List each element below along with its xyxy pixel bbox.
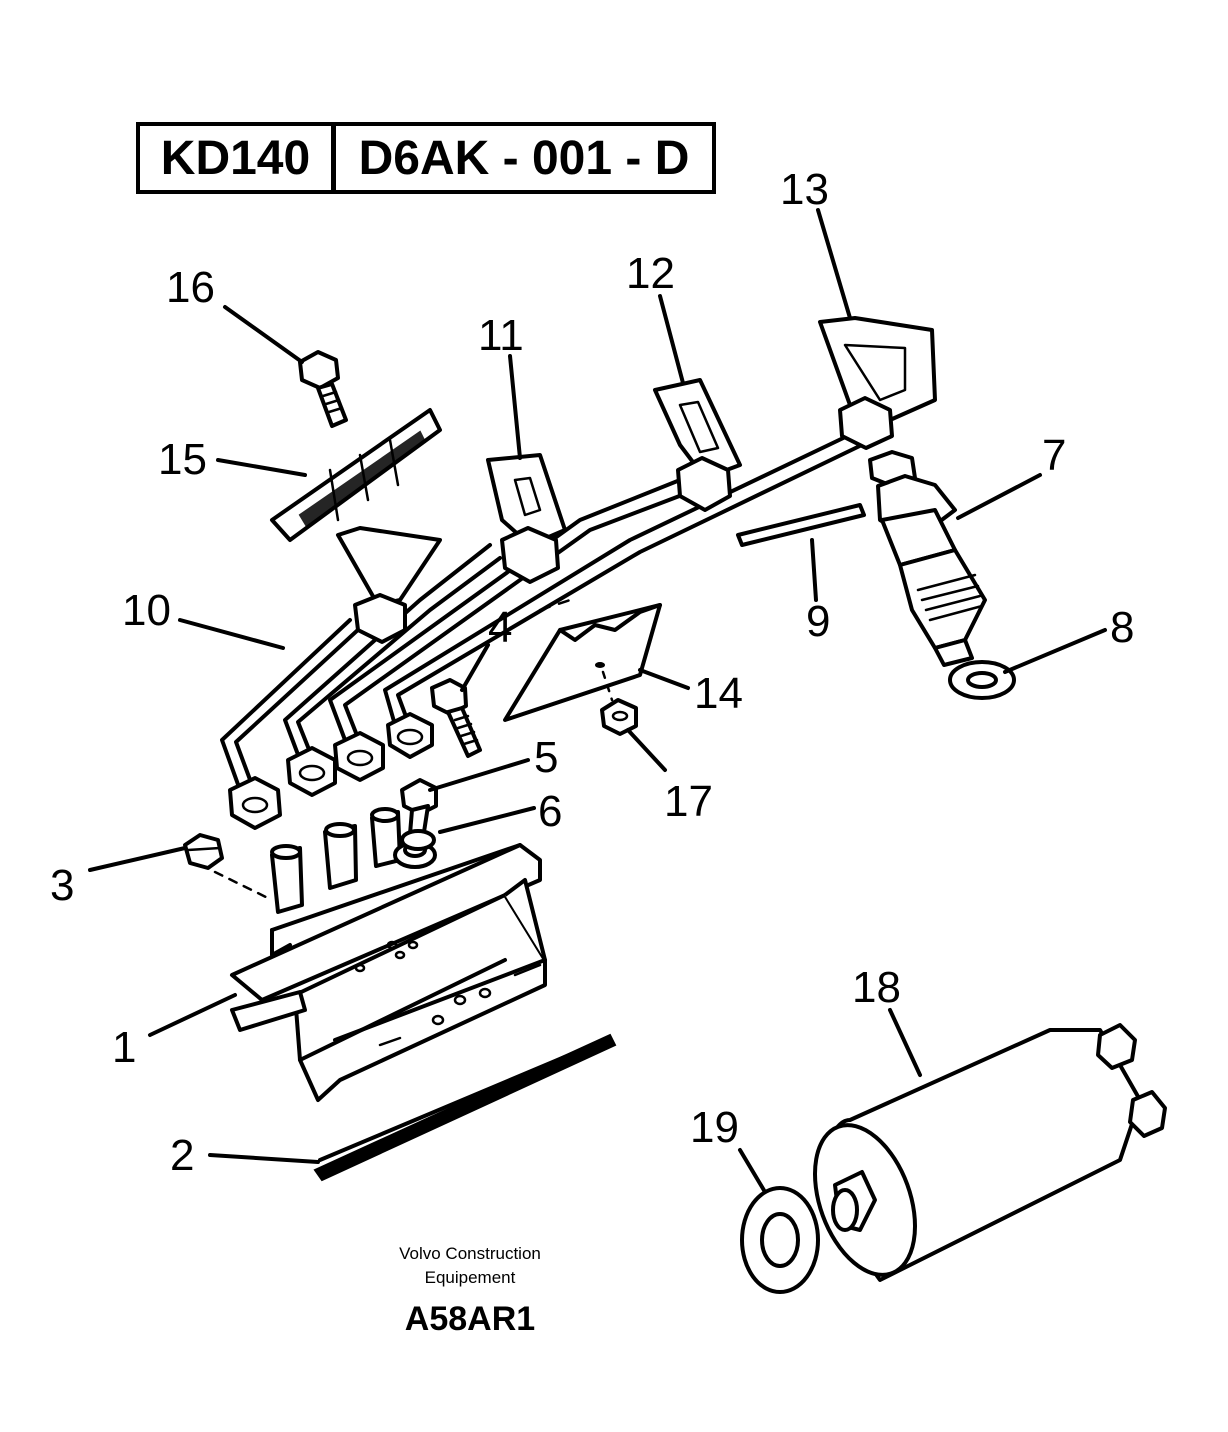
leader-lines: [88, 208, 1107, 1194]
stop-solenoid-18: [813, 1023, 1167, 1282]
screw-16: [298, 350, 348, 428]
clamp-13: [818, 316, 937, 450]
callout-18: 18: [852, 963, 901, 1012]
washer-6: [400, 829, 436, 851]
washer-19: [740, 1186, 820, 1294]
drawing-reference: A58AR1: [404, 1300, 536, 1338]
callout-1: 1: [112, 1023, 136, 1072]
footer-company-line1: Volvo Construction: [399, 1244, 541, 1263]
callout-2: 2: [170, 1131, 194, 1180]
callout-7: 7: [1042, 431, 1066, 480]
model-code-box: KD140 D6AK - 001 - D: [136, 122, 716, 194]
callout-labels: 1 2 3 4 5 6 7 8 9 10 11 12 13 14 15 16 1…: [50, 165, 1134, 1180]
callout-5: 5: [534, 733, 558, 782]
bracket-plate-14: [503, 598, 662, 722]
drawing-code-label: D6AK - 001 - D: [358, 131, 690, 185]
clamp-12: [653, 378, 742, 512]
clamp-plate-15: [270, 408, 442, 542]
bleed-screw-5: [400, 778, 438, 836]
nut-17: [600, 698, 638, 736]
injection-pipes: [220, 428, 870, 830]
callout-15: 15: [158, 435, 207, 484]
callout-14: 14: [694, 669, 743, 718]
callout-17: 17: [664, 777, 713, 826]
injector-end-1: [336, 526, 442, 644]
clamp-11: [486, 453, 567, 584]
injector-7: [868, 450, 987, 667]
callout-11: 11: [478, 311, 524, 360]
callout-10: 10: [122, 586, 171, 635]
callout-8: 8: [1110, 603, 1134, 652]
callout-13: 13: [780, 165, 829, 214]
callout-3: 3: [50, 861, 74, 910]
injection-pump: [230, 807, 547, 1102]
callout-9: 9: [806, 597, 830, 646]
callout-12: 12: [626, 249, 675, 298]
callout-16: 16: [166, 263, 215, 312]
callout-19: 19: [690, 1103, 739, 1152]
nut-3: [183, 833, 224, 870]
leak-off-pipe-9: [736, 503, 866, 547]
model-label: KD140: [140, 126, 336, 190]
callout-6: 6: [538, 787, 562, 836]
footer-company-line2: Equipement: [424, 1268, 516, 1287]
pump-gasket: [313, 1033, 617, 1182]
callout-4: 4: [488, 603, 512, 652]
bolt-4: [430, 678, 482, 758]
washer-8: [948, 660, 1016, 700]
